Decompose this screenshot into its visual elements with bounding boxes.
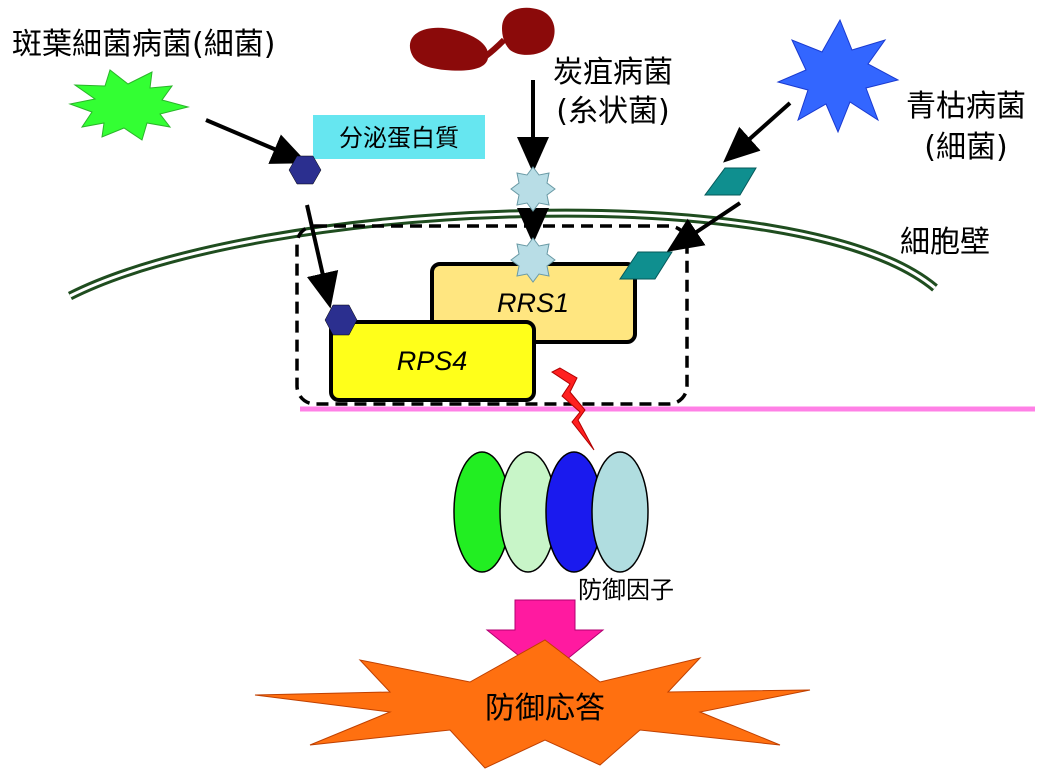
bacterial-wilt-pathogen-icon — [776, 18, 900, 134]
bacterial-wilt-label-line1: 青枯病菌 — [906, 89, 1026, 124]
defense-response-burst — [254, 639, 811, 769]
arrow-parallelogram-to-rrs1 — [666, 201, 742, 252]
secreted-protein-label: 分泌蛋白質 — [339, 124, 459, 152]
response-arrow — [485, 599, 605, 678]
bacterial-spot-pathogen-icon — [68, 69, 190, 141]
arrow-hexagon-to-rps4 — [305, 204, 339, 309]
cell-wall-label: 細胞壁 — [900, 225, 990, 260]
parallelogram-effector-upper — [704, 167, 757, 196]
secreted-protein-label-bg — [313, 115, 485, 159]
arrows — [205, 80, 792, 309]
hexagon-effector-bound — [324, 304, 358, 336]
anthracnose-label-line1: 炭疽病菌 — [553, 55, 673, 90]
defense-factor-label: 防御因子 — [578, 576, 674, 604]
defense-factors — [453, 451, 649, 573]
defense-response-label: 防御応答 — [485, 691, 605, 726]
rrs1-label: RRS1 — [497, 288, 569, 318]
defense-factor-4 — [591, 451, 649, 573]
rps4-box — [329, 320, 536, 402]
star-effector-upper — [510, 166, 556, 212]
bacterial-spot-label: 斑葉細菌病菌(細菌) — [12, 27, 275, 62]
hexagon-effector-upper — [288, 155, 322, 185]
arrow-spot-to-hexagon — [205, 118, 308, 164]
star-effector-bound — [510, 237, 556, 283]
signal-bolt-icon — [551, 367, 595, 451]
receptor-complex-outline — [295, 224, 689, 406]
arrow-wilt-to-parallelogram — [723, 101, 792, 163]
anthracnose-label-line2: (糸状菌) — [556, 94, 669, 129]
bacterial-wilt-label-line2: (細菌) — [924, 130, 1007, 165]
anthracnose-fungus-icon — [409, 7, 555, 71]
parallelogram-effector-bound — [619, 251, 673, 280]
rps4-label: RPS4 — [397, 346, 468, 376]
